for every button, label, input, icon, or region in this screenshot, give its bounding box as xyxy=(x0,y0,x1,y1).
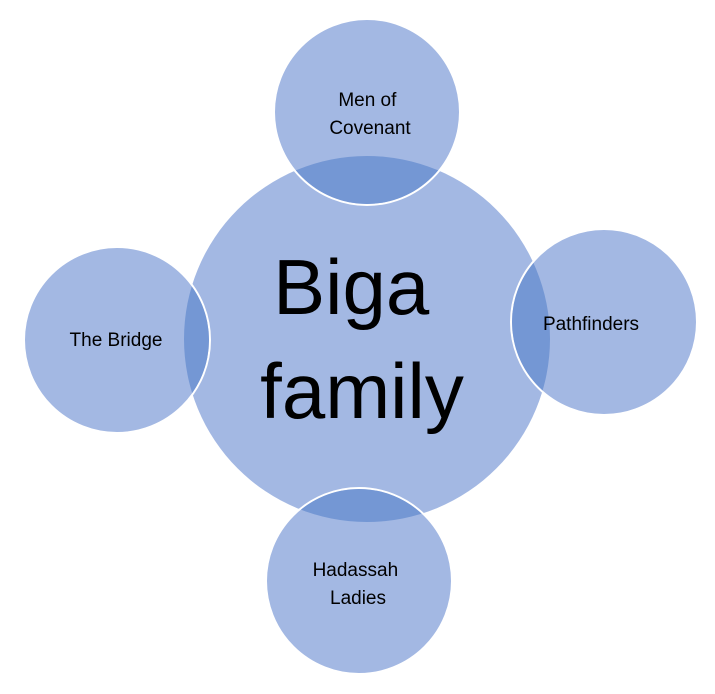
satellite-top-line-2: Covenant xyxy=(329,118,411,139)
satellite-circle-top xyxy=(273,18,461,206)
svg-text:Men of Covenant: Men of Covenant xyxy=(329,90,411,139)
satellite-circle-right xyxy=(510,228,698,416)
satellite-right-line-1: Pathfinders xyxy=(543,314,639,335)
satellite-bottom-line-1: Hadassah xyxy=(313,560,399,581)
center-circle xyxy=(184,156,550,522)
svg-text:Pathfinders: Pathfinders xyxy=(543,314,639,335)
satellite-right: Pathfinders xyxy=(510,228,698,416)
satellite-top-line-1: Men of xyxy=(338,90,397,111)
satellite-top: Men of Covenant xyxy=(273,18,461,206)
satellite-bottom-line-2: Ladies xyxy=(330,588,386,609)
satellite-bottom: Hadassah Ladies xyxy=(265,487,453,675)
satellite-circle-left xyxy=(23,246,211,434)
satellite-left-line-1: The Bridge xyxy=(70,330,163,351)
center-line-1: Biga xyxy=(273,243,430,331)
center-label: Biga family xyxy=(260,243,464,435)
satellite-circle-bottom xyxy=(265,487,453,675)
satellite-left: The Bridge xyxy=(23,246,211,434)
center-line-2: family xyxy=(260,347,464,435)
svg-text:The Bridge: The Bridge xyxy=(70,330,163,351)
svg-text:Hadassah Ladies: Hadassah Ladies xyxy=(313,560,404,609)
